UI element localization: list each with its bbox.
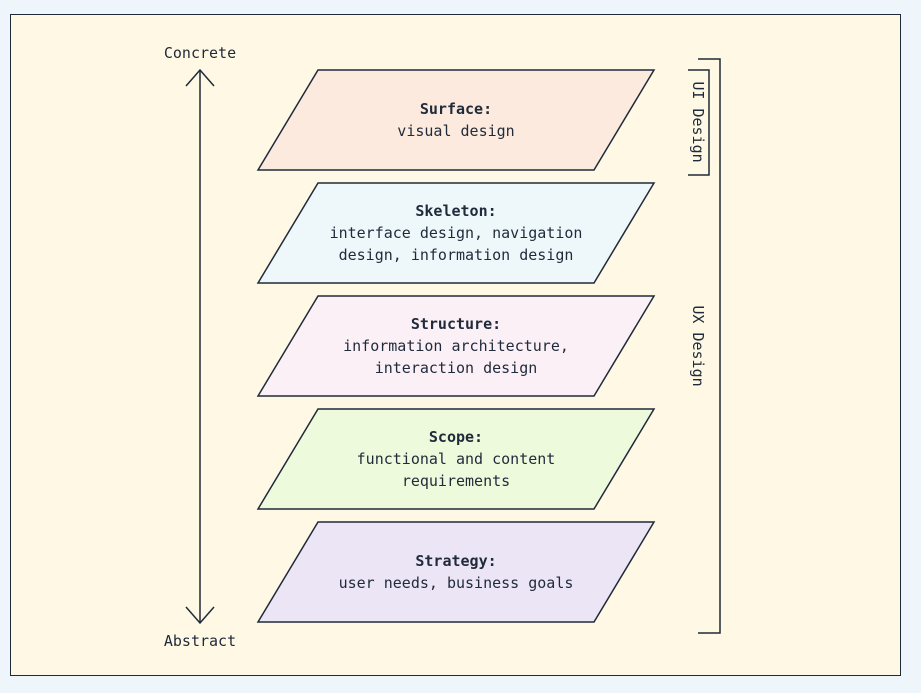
layer-strategy-line-1: user needs, business goals [339, 574, 574, 592]
layer-scope-line-2: requirements [402, 472, 510, 490]
layer-surface-title: Surface: [420, 100, 492, 118]
layer-skeleton-line-2: design, information design [339, 246, 574, 264]
ux-design-label: UX Design [689, 305, 707, 386]
abstraction-axis: Concrete Abstract [164, 44, 236, 650]
axis-bottom-label: Abstract [164, 632, 236, 650]
axis-top-label: Concrete [164, 44, 236, 62]
layer-scope-line-1: functional and content [357, 450, 556, 468]
layer-scope-shape [256, 408, 656, 510]
layer-structure-shape [256, 295, 656, 397]
layer-skeleton-title: Skeleton: [415, 202, 496, 220]
layer-scope: Scope: functional and content requiremen… [256, 408, 656, 510]
layer-structure: Structure: information architecture, int… [256, 295, 656, 397]
layer-surface-line-1: visual design [397, 122, 514, 140]
layer-scope-title: Scope: [429, 428, 483, 446]
ux-design-bracket: UX Design [689, 58, 721, 634]
layer-strategy-title: Strategy: [415, 552, 496, 570]
ui-design-bracket: UI Design [688, 69, 710, 176]
layer-skeleton-line-1: interface design, navigation [330, 224, 583, 242]
layer-structure-line-2: interaction design [375, 359, 538, 377]
axis-arrowhead-up [185, 68, 215, 87]
layer-surface-shape [256, 69, 656, 171]
layer-strategy-shape [256, 521, 656, 623]
ui-bracket-line [688, 69, 710, 176]
ux-bracket-line [698, 58, 721, 634]
layer-structure-line-1: information architecture, [343, 337, 569, 355]
layer-skeleton: Skeleton: interface design, navigation d… [256, 182, 656, 284]
layer-skeleton-shape [256, 182, 656, 284]
axis-arrowhead-down [185, 606, 215, 625]
layer-structure-title: Structure: [411, 315, 501, 333]
layer-strategy: Strategy: user needs, business goals [256, 521, 656, 623]
ui-design-label: UI Design [689, 81, 707, 162]
layer-surface: Surface: visual design [256, 69, 656, 171]
